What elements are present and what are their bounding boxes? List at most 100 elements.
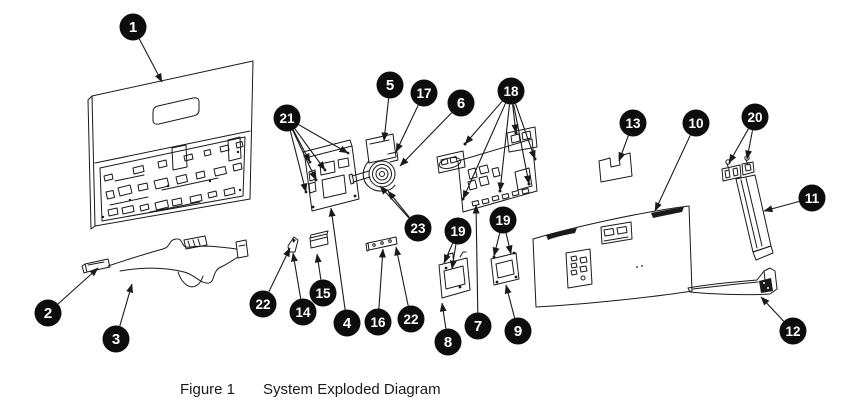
cable-loop xyxy=(177,271,204,288)
leader-line-5 xyxy=(381,98,390,142)
bar-16-outline xyxy=(365,236,398,252)
panel-left-edge xyxy=(87,95,96,230)
part-rear-cover xyxy=(532,205,693,308)
bracket-8-frame xyxy=(438,257,471,299)
callout-balloon-15: 15 xyxy=(309,279,337,307)
stand-hinge xyxy=(721,164,742,182)
balloon-circle xyxy=(364,308,392,336)
callout-balloon-9: 9 xyxy=(504,317,532,345)
balloon-circle xyxy=(619,109,647,137)
part-stand-neck xyxy=(721,155,774,261)
callout-leader-lines xyxy=(57,38,800,329)
balloon-number: 2 xyxy=(44,305,52,322)
balloon-circle xyxy=(34,299,62,327)
balloon-circle xyxy=(249,290,277,318)
balloon-circle xyxy=(376,71,404,99)
blower-scroll xyxy=(372,164,392,184)
leader-line-15 xyxy=(314,253,322,280)
leader-line-16 xyxy=(378,248,386,309)
balloon-circle xyxy=(504,317,532,345)
balloon-circle xyxy=(779,317,807,345)
leader-line-22 xyxy=(394,246,409,306)
power-board-outline xyxy=(304,145,360,212)
callout-balloon-2: 2 xyxy=(34,299,62,327)
balloon-number: 22 xyxy=(255,297,270,312)
bar-16-hole xyxy=(380,241,384,245)
balloon-circle xyxy=(497,77,525,105)
leader-line-22 xyxy=(268,247,291,293)
callout-balloon-19: 19 xyxy=(444,217,472,245)
panel-chassis-outline xyxy=(99,136,246,222)
balloon-number: 10 xyxy=(688,116,703,131)
leader-line-19 xyxy=(492,232,501,257)
leader-line-23 xyxy=(379,185,410,219)
leader-line-21 xyxy=(292,129,311,163)
callout-balloon-12: 12 xyxy=(779,317,807,345)
leader-line-17 xyxy=(395,104,419,153)
cable-connector xyxy=(183,235,208,250)
balloon-number: 8 xyxy=(444,334,452,351)
blower-housing xyxy=(362,160,396,192)
part-blower-assembly xyxy=(348,133,399,192)
panel-bracket-tab xyxy=(227,136,242,162)
leader-line-6 xyxy=(399,112,452,167)
figure-caption-title: System Exploded Diagram xyxy=(263,381,441,398)
main-board-edge-pads xyxy=(471,188,530,207)
main-board-outline xyxy=(457,138,538,213)
part-main-board xyxy=(436,126,538,213)
balloon-number: 1 xyxy=(129,19,137,36)
rear-cover-io-knob xyxy=(580,275,586,281)
balloon-circle xyxy=(273,104,301,132)
stand-neck-foot xyxy=(752,245,774,261)
panel-circuit-details xyxy=(101,141,244,219)
stand-base-outline xyxy=(687,267,778,296)
balloon-circle xyxy=(102,325,130,353)
part-display-panel-assembly xyxy=(87,60,254,230)
panel-bracket-tab xyxy=(171,144,188,171)
rear-cover-io-label xyxy=(565,248,593,289)
figure-caption: Figure 1 System Exploded Diagram xyxy=(180,381,441,398)
callout-balloon-11: 11 xyxy=(798,184,826,212)
rear-cover-outline xyxy=(532,205,693,308)
leader-line-21 xyxy=(292,129,317,181)
callout-balloon-22: 22 xyxy=(397,305,425,333)
balloon-circle xyxy=(404,214,432,242)
balloon-number: 22 xyxy=(403,312,418,327)
callout-balloon-4: 4 xyxy=(333,309,361,337)
leader-line-8 xyxy=(439,302,447,329)
leader-line-11 xyxy=(763,200,800,213)
balloon-number: 7 xyxy=(474,318,482,335)
callout-balloon-6: 6 xyxy=(447,89,475,117)
callout-balloon-19: 19 xyxy=(489,206,517,234)
callout-balloon-5: 5 xyxy=(376,71,404,99)
blower-bracket xyxy=(365,133,397,164)
cable-wire xyxy=(119,256,239,284)
bracket-9-frame xyxy=(490,252,520,286)
leader-line-2 xyxy=(57,267,99,305)
leader-line-1 xyxy=(138,38,163,83)
main-board-io-bracket xyxy=(506,126,538,153)
rear-cover-vent xyxy=(651,207,684,218)
balloon-number: 21 xyxy=(279,111,295,126)
clip-14-tip xyxy=(292,238,296,243)
balloon-number: 19 xyxy=(495,213,510,228)
figure-caption-label: Figure 1 xyxy=(180,381,236,398)
balloon-number: 13 xyxy=(625,116,641,131)
balloon-circle xyxy=(447,89,475,117)
leader-line-20 xyxy=(728,128,749,164)
stand-hinge xyxy=(741,161,755,176)
callout-balloon-8: 8 xyxy=(434,328,462,356)
callout-balloon-1: 1 xyxy=(119,13,147,41)
callout-balloon-22: 22 xyxy=(249,290,277,318)
leader-line-19 xyxy=(443,243,454,264)
plate-15-outline xyxy=(309,230,329,249)
leader-line-21 xyxy=(289,130,308,193)
rear-cover-vent xyxy=(546,228,577,240)
balloon-circle xyxy=(464,312,492,340)
balloon-circle xyxy=(289,298,317,326)
main-board-components xyxy=(467,164,533,191)
stand-base-hinge-block xyxy=(759,278,773,293)
blower-scroll xyxy=(379,171,385,177)
